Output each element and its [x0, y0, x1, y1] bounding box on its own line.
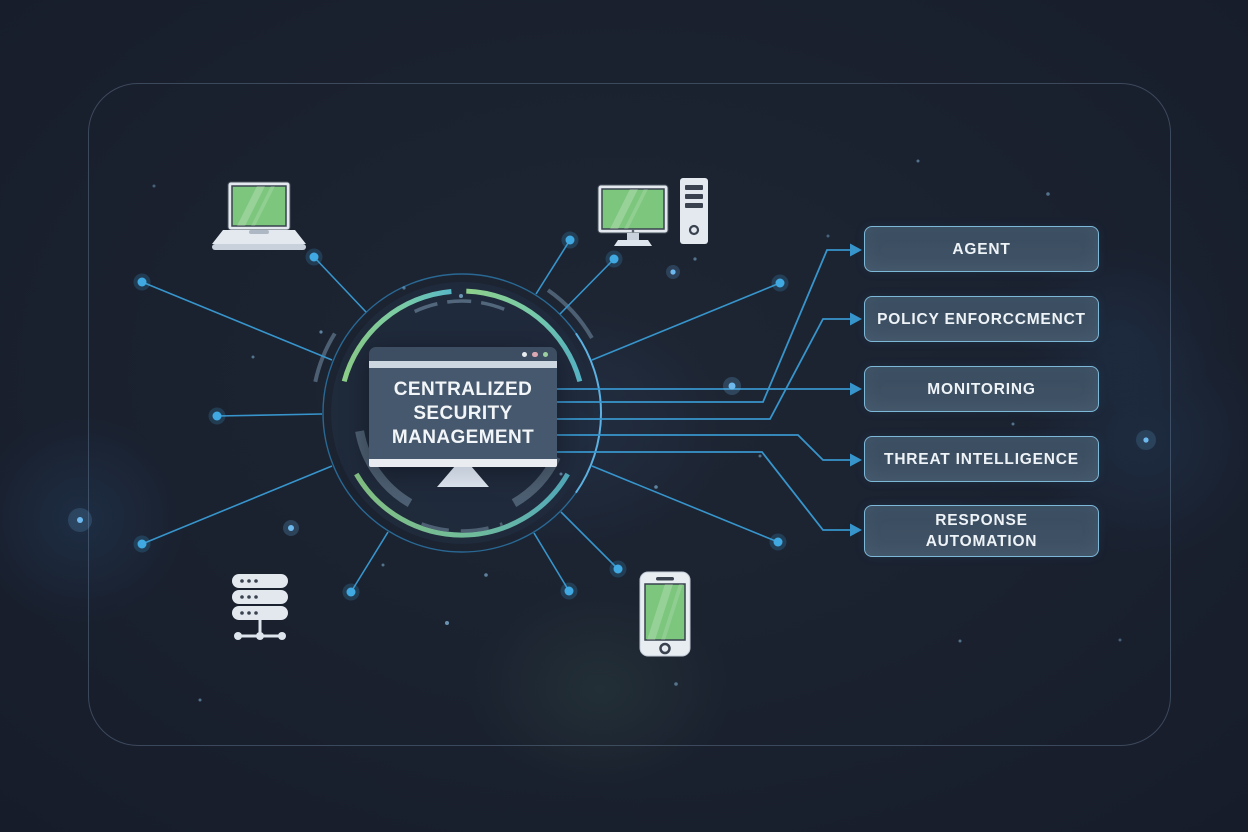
- center-title-line: MANAGEMENT: [391, 426, 535, 448]
- monitor-stand: [437, 467, 489, 487]
- node-monitoring: MONITORING: [864, 366, 1099, 412]
- desktop-computer-icon: [597, 178, 708, 246]
- radial-endpoint-dots: [133, 231, 789, 601]
- node-label: MONITORING: [927, 380, 1036, 398]
- window-dot-pink: [532, 351, 538, 357]
- node-label: POLICY ENFORCCMENCT: [877, 310, 1086, 328]
- node-agent: AGENT: [864, 226, 1099, 272]
- smartphone-icon: [639, 571, 691, 657]
- node-label: AGENT: [952, 240, 1011, 258]
- laptop-icon: [212, 181, 306, 250]
- window-titlebar: [369, 347, 557, 361]
- center-title-line: SECURITY: [413, 402, 513, 424]
- monitor-bottom-bezel: [369, 459, 557, 467]
- window-control-dots: [521, 351, 548, 357]
- center-title-line: CENTRALIZED: [393, 378, 533, 400]
- connector-arrowheads: [850, 243, 862, 537]
- window-toolbar-strip: [369, 361, 557, 368]
- central-management-window: CENTRALIZED SECURITY MANAGEMENT: [369, 347, 557, 467]
- window-dot-white: [521, 351, 527, 357]
- node-response-automation: RESPONSE AUTOMATION: [864, 505, 1099, 557]
- node-threat-intelligence: THREAT INTELLIGENCE: [864, 436, 1099, 482]
- node-label: RESPONSE AUTOMATION: [925, 512, 1038, 550]
- window-dot-green: [542, 351, 548, 357]
- center-title: CENTRALIZED SECURITY MANAGEMENT: [369, 368, 557, 459]
- node-connectors: [553, 249, 851, 531]
- radial-lines: [141, 239, 781, 593]
- node-policy-enforcement: POLICY ENFORCCMENCT: [864, 296, 1099, 342]
- database-server-icon: [232, 574, 288, 640]
- background-stars: [68, 159, 1156, 702]
- panel-border: [88, 83, 1171, 746]
- node-label: THREAT INTELLIGENCE: [884, 450, 1079, 468]
